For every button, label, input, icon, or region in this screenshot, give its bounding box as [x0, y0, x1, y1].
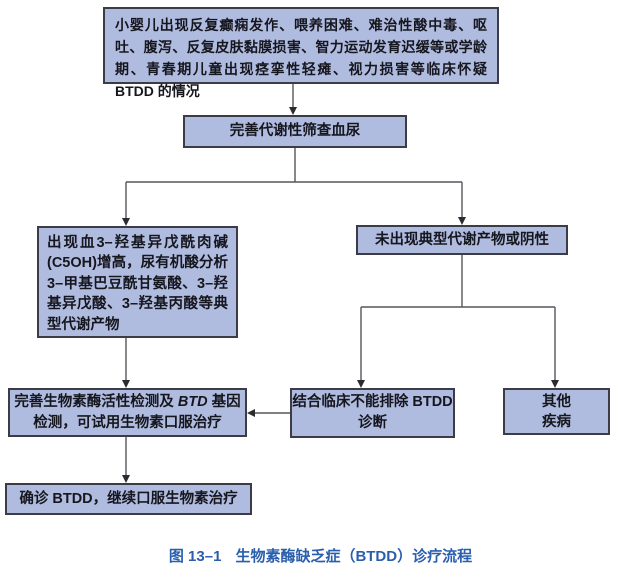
- other-disease-line1: 其他: [542, 393, 571, 410]
- flow-box-no-typical-metabolites: 未出现典型代谢产物或阴性: [356, 225, 568, 255]
- metabolic-screening-label: 完善代谢性筛查血尿: [229, 123, 361, 139]
- flow-box-enzyme-gene-test: 完善生物素酶活性检测及 BTD 基因 检测，可试用生物素口服治疗: [8, 388, 247, 437]
- figure-caption-number: 图 13–1: [168, 548, 222, 565]
- flow-box-clinical-suspicion: 小婴儿出现反复癫痫发作、喂养困难、难治性酸中毒、呕吐、腹泻、反复皮肤黏膜损害、智…: [103, 7, 499, 99]
- flow-box-other-disease: 其他 疾病: [503, 388, 610, 435]
- btd-gene-symbol: BTD: [177, 393, 208, 410]
- arrowhead-into-no-typical: [458, 217, 466, 225]
- flow-box-cannot-exclude-btdd: 结合临床不能排除 BTDD 诊断: [290, 388, 455, 438]
- enzyme-gene-test-line1: 完善生物素酶活性检测及 BTD 基因: [14, 393, 241, 410]
- connector-screening-split: [125, 148, 463, 219]
- arrowhead-into-confirmed: [122, 475, 130, 483]
- arrowhead-into-screening: [289, 107, 297, 115]
- figure-caption: 图 13–1 生物素酶缺乏症（BTDD）诊疗流程: [0, 545, 641, 566]
- no-typical-metabolites-label: 未出现典型代谢产物或阴性: [375, 231, 549, 248]
- confirmed-btdd-label: 确诊 BTDD，继续口服生物素治疗: [19, 490, 238, 507]
- flow-box-typical-metabolites: 出现血3–羟基异戊酰肉碱(C5OH)增高，尿有机酸分析3–甲基巴豆酰甘氨酸、3–…: [37, 226, 238, 338]
- arrowhead-into-other-disease: [551, 380, 559, 388]
- flow-box-metabolic-screening: 完善代谢性筛查血尿: [183, 115, 407, 148]
- arrowhead-into-cannot-exclude: [357, 380, 365, 388]
- enzyme-gene-test-line2: 检测，可试用生物素口服治疗: [33, 414, 222, 431]
- figure-caption-title: 生物素酶缺乏症（BTDD）诊疗流程: [235, 548, 473, 565]
- connector-no-typical-split: [360, 255, 556, 381]
- other-disease-line2: 疾病: [542, 413, 571, 430]
- cannot-exclude-line2: 诊断: [358, 415, 387, 431]
- arrowhead-into-enzyme: [122, 380, 130, 388]
- flow-box-confirmed-btdd: 确诊 BTDD，继续口服生物素治疗: [5, 483, 252, 515]
- arrowhead-left-into-enzyme: [247, 409, 255, 417]
- arrowhead-into-typical: [122, 218, 130, 226]
- cannot-exclude-line1: 结合临床不能排除 BTDD: [292, 394, 453, 410]
